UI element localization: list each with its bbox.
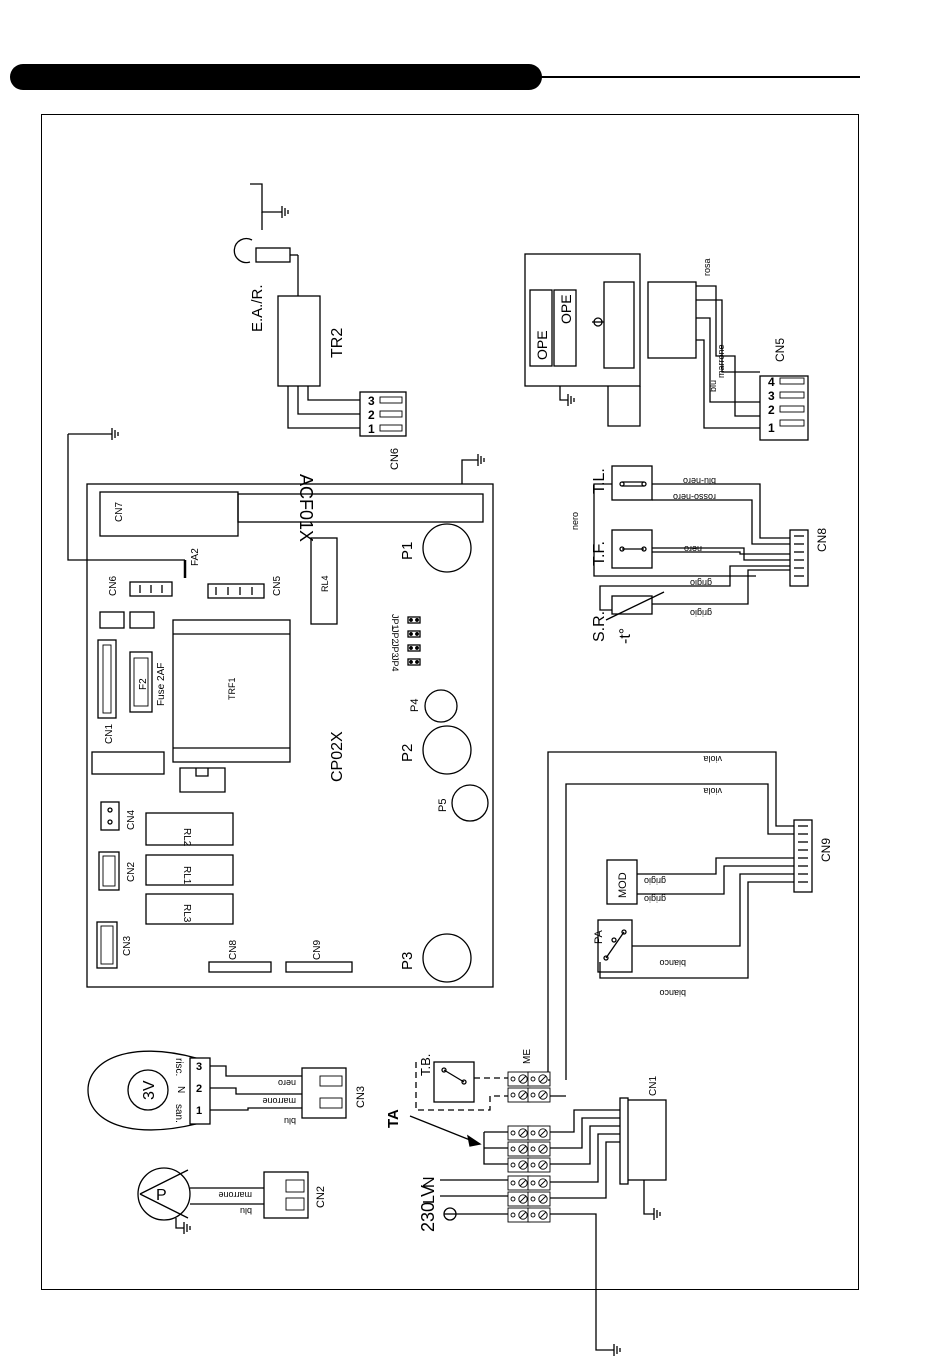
valve-term-san: san.	[173, 1104, 184, 1123]
valve-term-n: N	[175, 1086, 186, 1093]
header-bar	[10, 64, 542, 90]
board-cn4-label: CN4	[126, 810, 137, 830]
wire-grigio-1: grigio	[690, 578, 712, 588]
pot-p3-label: P3	[399, 952, 416, 970]
ta-label: TA	[385, 1109, 402, 1128]
pot-p4-label: P4	[409, 699, 421, 712]
three-way-valve	[87, 1050, 347, 1131]
pot-p5-label: P5	[437, 799, 449, 812]
temp-label: -t°	[617, 628, 634, 644]
wire-blu-nero: blu-nero	[683, 476, 716, 486]
tr2-pin-3: 3	[368, 394, 375, 408]
terminal-block	[507, 1071, 551, 1223]
valve-wire-nero: nero	[278, 1078, 296, 1088]
ea-label: E.A./R.	[249, 284, 266, 332]
pot-p1-label: P1	[399, 542, 416, 560]
jumper-jp1-label: JP1	[390, 614, 400, 630]
pot-p2-label: P2	[399, 744, 416, 762]
ope-label-2: OPE	[558, 294, 574, 324]
jumper-jp3-label: JP3	[390, 642, 400, 658]
pump-wire-blu: blu	[240, 1206, 252, 1216]
wire-bianco-2: bianco	[659, 988, 686, 998]
wire-nero-1: nero	[570, 512, 580, 530]
sr-label: S.R.	[591, 611, 608, 642]
wire-viola-2: viola	[703, 786, 722, 796]
fuse-label: F2	[138, 678, 149, 690]
wire-rosso-nero: rosso-nero	[673, 492, 716, 502]
pump-wire-marrone: marrone	[218, 1190, 252, 1200]
relay-rl3-label: RL3	[181, 904, 192, 923]
pump-label: P	[156, 1187, 167, 1204]
header-rule	[540, 76, 860, 78]
board-cn6-label: CN6	[108, 576, 119, 596]
cn5-pin-1: 1	[768, 421, 775, 435]
sensor-block	[593, 465, 809, 621]
board-cn1-label: CN1	[104, 724, 115, 744]
v230-label: 230 V	[418, 1185, 438, 1232]
relay-rl2-label: RL2	[181, 828, 192, 847]
board-cn3-label: CN3	[122, 936, 133, 956]
valve-wire-blu: blu	[284, 1116, 296, 1126]
pump	[137, 1167, 309, 1235]
wire-bianco-1: bianco	[659, 958, 686, 968]
wire-grigio-2: grigio	[690, 608, 712, 618]
me-label: ME	[522, 1049, 533, 1064]
cn5-label: CN5	[773, 338, 787, 362]
board-cn7-label: CN7	[114, 502, 125, 522]
ope-block	[524, 253, 809, 441]
valve-pin-1: 1	[196, 1105, 202, 1117]
board-cn2-label: CN2	[126, 862, 137, 882]
wire-mod-grigio-1: grigio	[644, 876, 666, 886]
valve-wire-marrone: marrone	[262, 1096, 296, 1106]
tr2-pin-1: 1	[368, 422, 375, 436]
jumper-jp4-label: JP4	[390, 656, 400, 672]
display-label: ACF01X	[296, 474, 316, 542]
terminal-cn1-label: CN1	[648, 1076, 659, 1096]
board-name-label: CP02X	[329, 731, 346, 782]
pump-conn-label: CN2	[315, 1186, 327, 1208]
tb-label: T.B.	[418, 1054, 433, 1076]
cn9-block	[547, 751, 813, 1080]
diagram-frame	[41, 114, 859, 1290]
transformer-label: TRF1	[227, 678, 237, 701]
tr2-label: TR2	[329, 328, 346, 358]
valve-pin-3: 3	[196, 1061, 202, 1073]
relay-rl4-label: RL4	[320, 575, 330, 592]
relay-rl1-label: RL1	[181, 866, 192, 885]
cn8-label: CN8	[815, 528, 829, 552]
cn5-pin-2: 2	[768, 403, 775, 417]
transformer-tr2	[67, 183, 485, 561]
wire-mod-grigio-2: grigio	[644, 894, 666, 904]
valve-conn-label: CN3	[355, 1086, 367, 1108]
terminal-wiring	[409, 1061, 667, 1357]
control-board	[86, 483, 494, 988]
line-l-label: L	[421, 1195, 438, 1204]
line-n-label: N	[421, 1176, 438, 1188]
wire-nero-2: nero	[684, 544, 702, 554]
valve-label: 3V	[141, 1080, 158, 1100]
pa-label: PA	[593, 929, 605, 944]
tf-label: T.F.	[591, 541, 608, 566]
wire-viola-1: viola	[703, 754, 722, 764]
board-cn8-label: CN8	[228, 940, 239, 960]
tr2-conn-label: CN6	[389, 448, 401, 470]
cn5-wire-rosa: rosa	[702, 258, 712, 276]
board-cn5-label: CN5	[272, 576, 283, 596]
board-cn9-label: CN9	[312, 940, 323, 960]
ope-label-1: OPE	[534, 330, 550, 360]
tr2-pin-2: 2	[368, 408, 375, 422]
tl-label: T.L.	[591, 468, 608, 494]
cn9-label: CN9	[819, 838, 833, 862]
mod-label: MOD	[617, 872, 629, 898]
valve-pin-2: 2	[196, 1083, 202, 1095]
jumper-jp2-label: JP2	[390, 628, 400, 644]
fa2-label: FA2	[190, 548, 201, 566]
cn5-wire-blu: blu	[708, 380, 718, 392]
cn5-wire-marrone: marrone	[716, 344, 726, 378]
valve-term-risc: risc.	[173, 1058, 184, 1076]
cn5-pin-3: 3	[768, 389, 775, 403]
cn5-pin-4: 4	[768, 375, 775, 389]
fuse-rating-label: Fuse 2AF	[156, 663, 167, 706]
